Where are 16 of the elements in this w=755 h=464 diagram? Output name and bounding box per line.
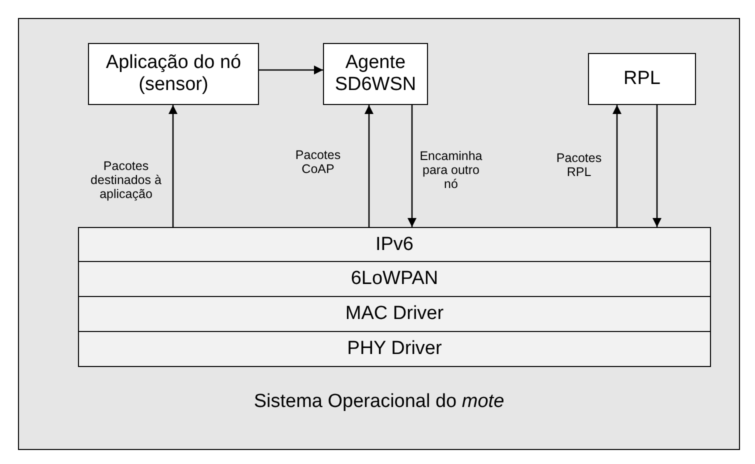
module-box: Aplicação do nó (sensor)	[88, 43, 259, 105]
module-box: RPL	[588, 53, 696, 105]
system-panel	[18, 18, 740, 450]
arrow	[652, 105, 662, 227]
protocol-layer: MAC Driver	[78, 296, 711, 332]
module-box: Agente SD6WSN	[323, 43, 428, 105]
arrow	[364, 105, 374, 227]
arrow	[612, 105, 622, 227]
arrow	[407, 105, 417, 227]
arrow	[259, 65, 323, 75]
arrow	[168, 105, 178, 227]
system-title: Sistema Operacional do mote	[252, 391, 506, 413]
protocol-layer: 6LoWPAN	[78, 261, 711, 297]
protocol-layer: PHY Driver	[78, 331, 711, 367]
protocol-layer: IPv6	[78, 227, 711, 262]
edge-label: Encaminha para outro nó	[418, 150, 484, 192]
